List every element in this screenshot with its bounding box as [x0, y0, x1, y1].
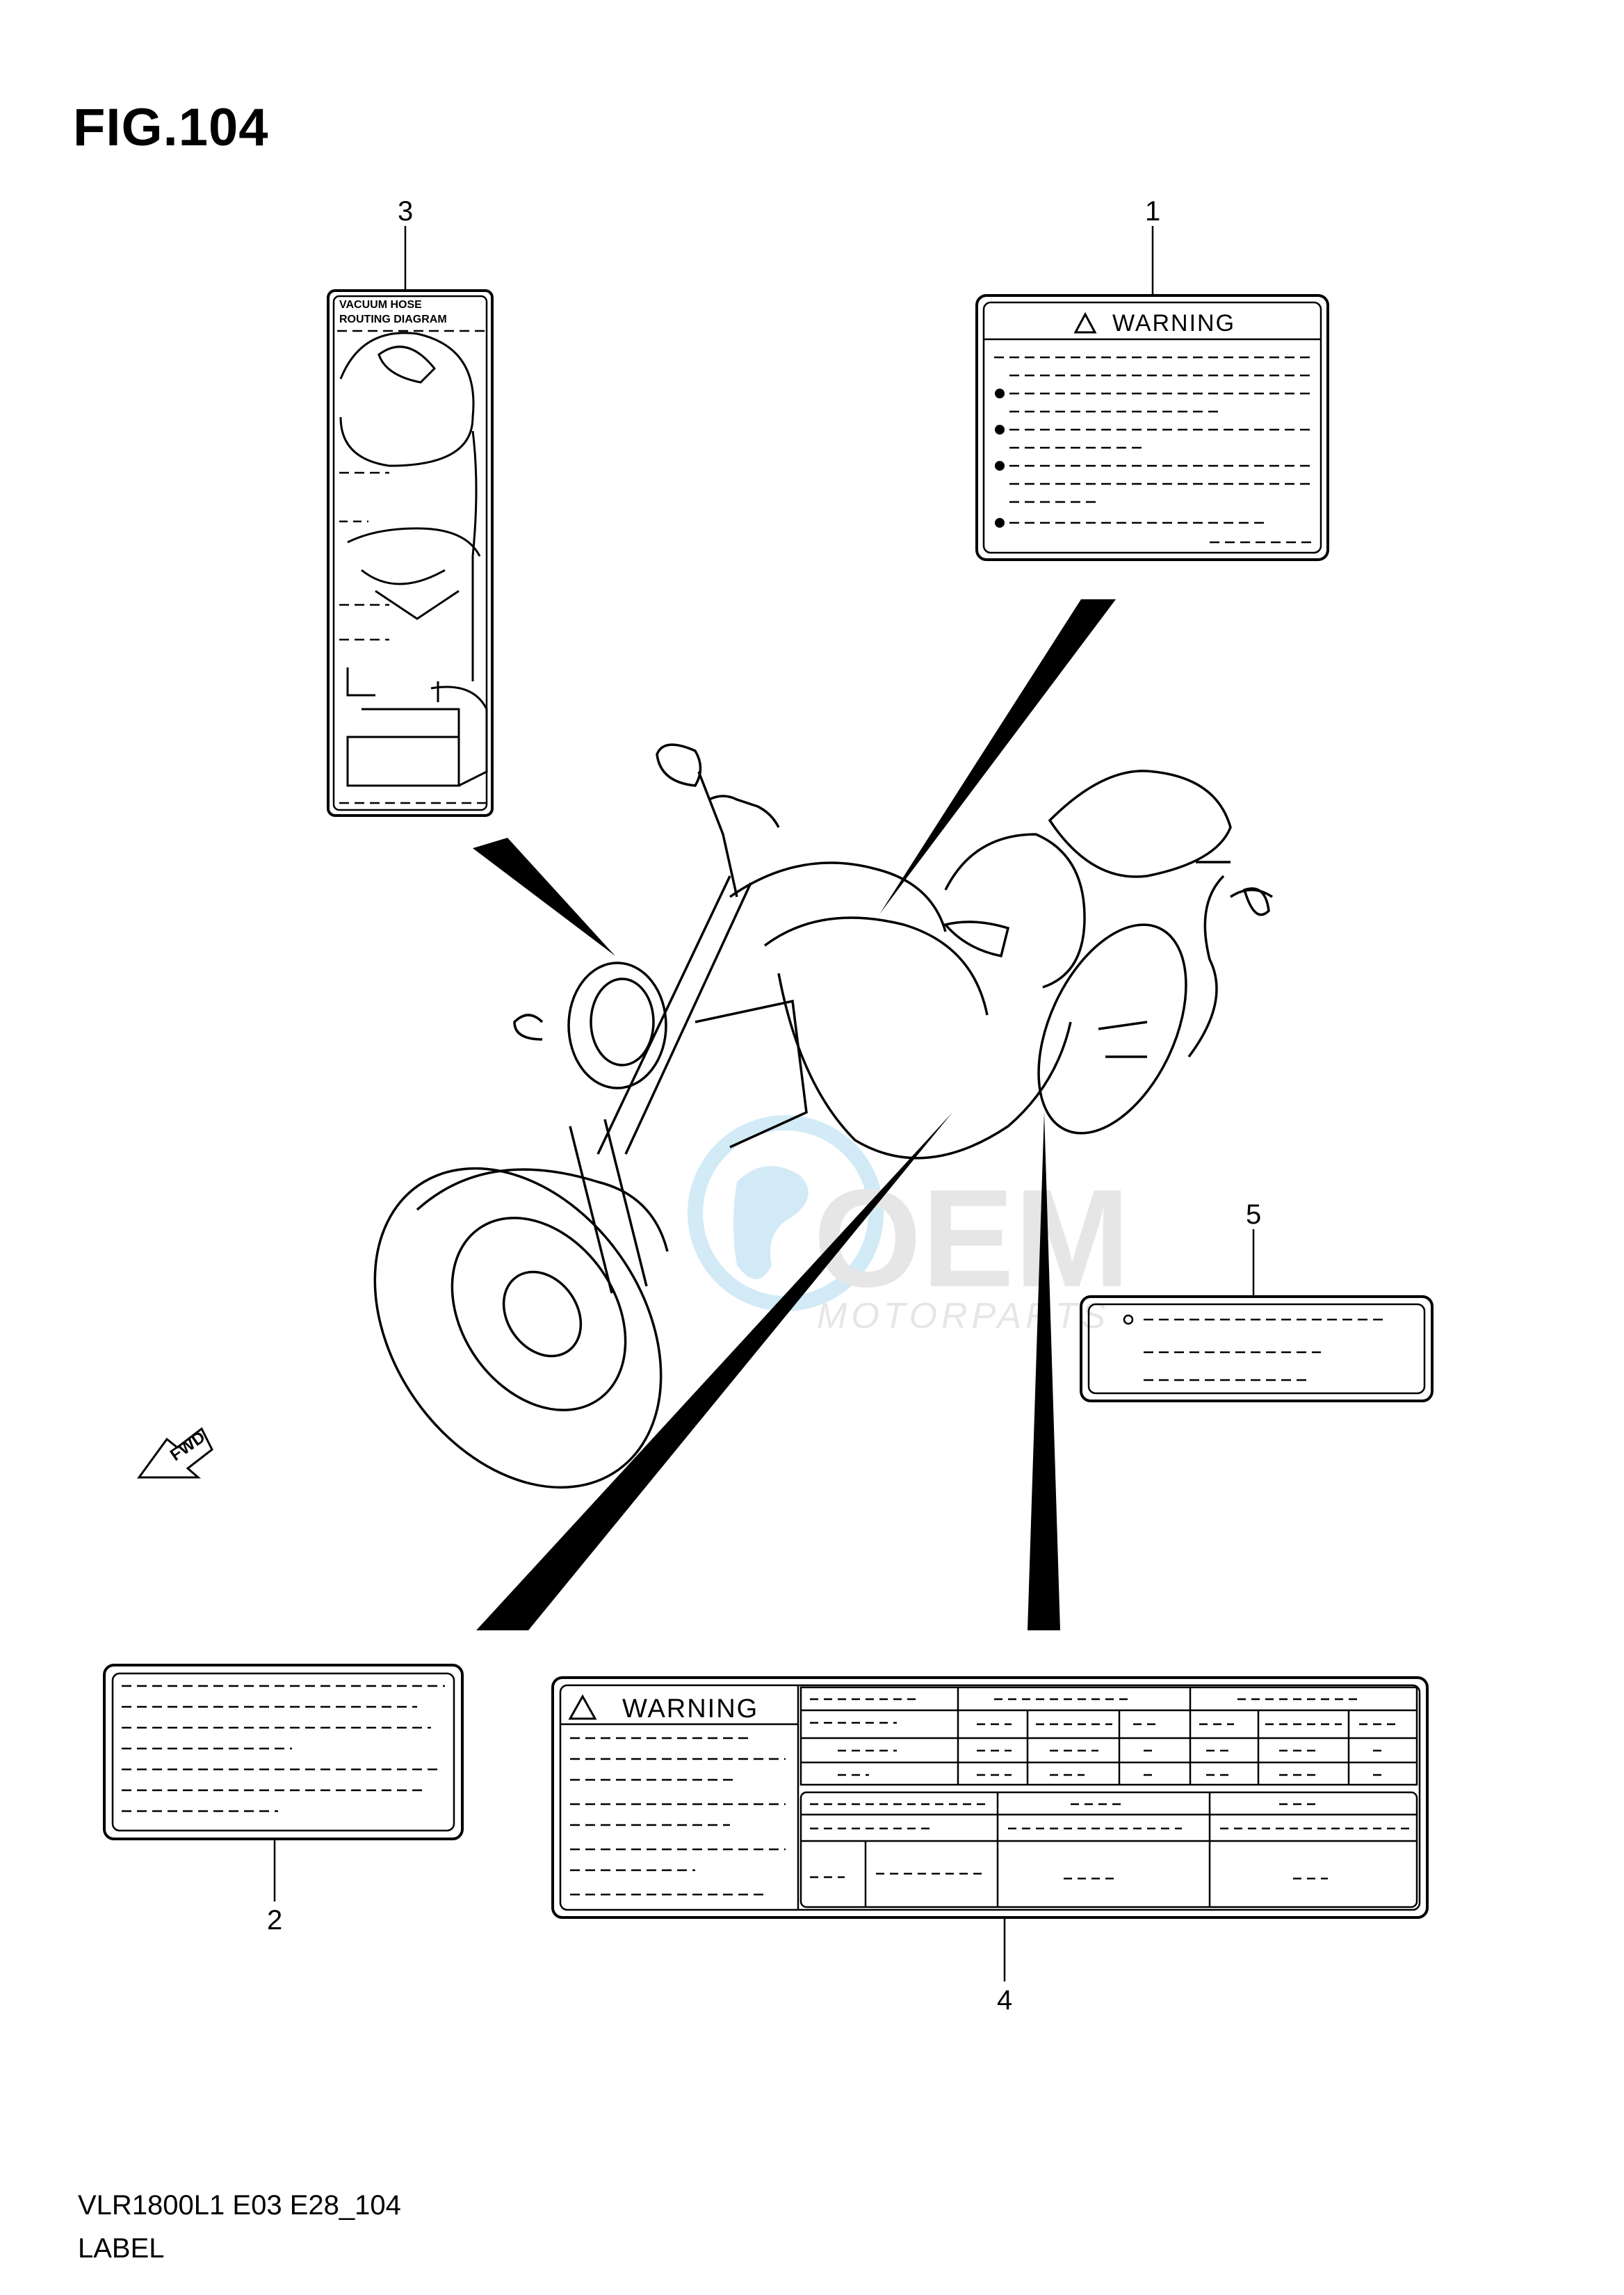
- callout-5: 5: [1246, 1199, 1262, 1230]
- fwd-text: FWD: [167, 1427, 209, 1464]
- fwd-arrow-icon: FWD: [137, 1427, 213, 1479]
- footer-section: LABEL: [78, 2233, 165, 2264]
- leader-wedge-label-2: [476, 1112, 952, 1630]
- motorcycle-illustration: [373, 743, 1273, 1489]
- label-5[interactable]: [1080, 1295, 1434, 1402]
- vacuum-title-line1: VACUUM HOSE: [339, 299, 422, 311]
- label-4-warning-table[interactable]: WARNING: [551, 1676, 1429, 1919]
- callout-1: 1: [1145, 196, 1161, 227]
- footer-model-code: VLR1800L1 E03 E28_104: [78, 2190, 401, 2221]
- watermark: OEM MOTORPARTS: [688, 1115, 1130, 1336]
- vacuum-title-line2: ROUTING DIAGRAM: [339, 314, 447, 325]
- callout-4: 4: [997, 1985, 1013, 2016]
- leader-wedges: [473, 599, 1116, 1630]
- label-4-warning-text: WARNING: [622, 1694, 758, 1724]
- watermark-brand: OEM: [813, 1161, 1130, 1316]
- leader-wedge-label-1: [879, 599, 1116, 914]
- callout-2: 2: [267, 1905, 283, 1936]
- figure-title: FIG.104: [73, 98, 269, 157]
- label-2[interactable]: [103, 1664, 464, 1840]
- watermark-sub: MOTORPARTS: [817, 1296, 1110, 1336]
- label-1-warning-text: WARNING: [1112, 310, 1235, 336]
- leader-wedge-label-3: [473, 838, 615, 956]
- label-3-vacuum-hose-diagram[interactable]: VACUUM HOSE ROUTING DIAGRAM: [327, 289, 494, 817]
- callout-3: 3: [398, 196, 414, 227]
- label-1-warning[interactable]: WARNING: [975, 294, 1329, 561]
- leader-wedge-label-4: [1028, 1112, 1060, 1630]
